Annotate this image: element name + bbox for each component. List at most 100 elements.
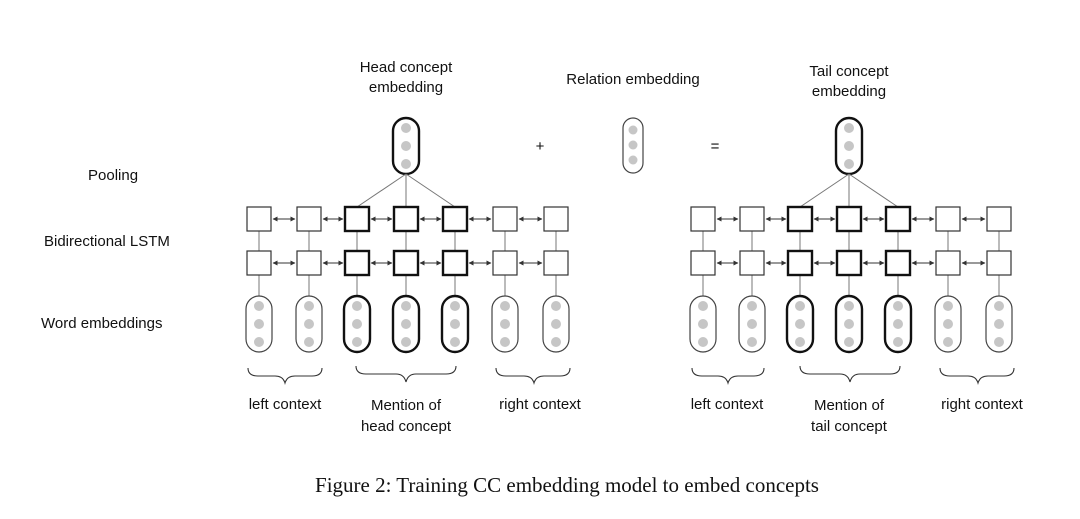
- left-context-label-tail: left context: [691, 396, 764, 413]
- head-concept-encoder: [245, 116, 570, 354]
- vector-dot: [401, 123, 411, 133]
- word-embedding-vector: [934, 295, 962, 353]
- pooling-connection: [405, 173, 456, 208]
- word-embedding-vector: [440, 294, 470, 354]
- word-embedding-vector: [883, 294, 913, 354]
- brace-right-context-tail: [939, 367, 1015, 385]
- vector-dot: [795, 301, 805, 311]
- vector-dot: [551, 337, 561, 347]
- mention-head-label-line1: Mention of: [371, 397, 442, 414]
- head-concept-embedding-vector: [391, 116, 421, 176]
- lstm-cell-upper: [441, 205, 469, 233]
- lstm-cell-upper: [296, 206, 322, 232]
- vector-dot: [943, 301, 953, 311]
- vector-dot: [450, 337, 460, 347]
- equals-operator: =: [711, 138, 720, 155]
- vector-dot: [401, 159, 411, 169]
- figure-caption: Figure 2: Training CC embedding model to…: [315, 473, 819, 497]
- vector-dot: [844, 141, 854, 151]
- lstm-cell-upper: [392, 205, 420, 233]
- vector-dot: [254, 337, 264, 347]
- lstm-cell-upper: [884, 205, 912, 233]
- vector-dot: [844, 337, 854, 347]
- lstm-cell-lower: [690, 250, 716, 276]
- mention-tail-label-line1: Mention of: [814, 397, 885, 414]
- lstm-cell-lower: [543, 250, 569, 276]
- relation-embedding-label: Relation embedding: [566, 71, 699, 88]
- vector-dot: [698, 319, 708, 329]
- vector-dot: [795, 337, 805, 347]
- lstm-cell-upper: [739, 206, 765, 232]
- word-embedding-vector: [785, 294, 815, 354]
- lstm-cell-upper: [690, 206, 716, 232]
- vector-dot: [893, 301, 903, 311]
- relation-dot: [628, 140, 638, 150]
- vector-dot: [500, 319, 510, 329]
- lstm-cell-lower: [441, 249, 469, 277]
- vector-dot: [401, 319, 411, 329]
- lstm-cell-lower: [392, 249, 420, 277]
- right-context-label-tail: right context: [941, 396, 1024, 413]
- vector-dot: [943, 337, 953, 347]
- tail-concept-encoder: [689, 116, 1013, 354]
- vector-dot: [254, 301, 264, 311]
- left-context-label-head: left context: [249, 396, 322, 413]
- vector-dot: [352, 337, 362, 347]
- vector-dot: [698, 337, 708, 347]
- word-embedding-vector: [834, 294, 864, 354]
- row-label-word-embeddings: Word embeddings: [41, 315, 162, 332]
- brace-left-context-head: [247, 367, 323, 385]
- vector-dot: [254, 319, 264, 329]
- vector-dot: [943, 319, 953, 329]
- vector-dot: [500, 301, 510, 311]
- vector-dot: [401, 337, 411, 347]
- head-concept-label-line1: Head concept: [360, 59, 453, 76]
- relation-embedding-vector: [622, 117, 644, 174]
- lstm-cell-lower: [739, 250, 765, 276]
- vector-dot: [994, 301, 1004, 311]
- lstm-cell-lower: [296, 250, 322, 276]
- vector-dot: [893, 337, 903, 347]
- lstm-cell-upper: [343, 205, 371, 233]
- vector-dot: [994, 337, 1004, 347]
- tail-concept-label-line1: Tail concept: [809, 63, 889, 80]
- vector-dot: [551, 301, 561, 311]
- brace-mention-head: [355, 365, 457, 383]
- relation-dot: [628, 155, 638, 165]
- word-embedding-vector: [689, 295, 717, 353]
- lstm-cell-lower: [786, 249, 814, 277]
- lstm-cell-upper: [246, 206, 272, 232]
- tail-concept-label-line2: embedding: [812, 83, 886, 100]
- vector-dot: [401, 141, 411, 151]
- lstm-cell-upper: [543, 206, 569, 232]
- word-embedding-vector: [295, 295, 323, 353]
- vector-dot: [747, 301, 757, 311]
- word-embedding-vector: [542, 295, 570, 353]
- vector-dot: [844, 319, 854, 329]
- vector-dot: [352, 319, 362, 329]
- vector-dot: [450, 301, 460, 311]
- lstm-cell-lower: [492, 250, 518, 276]
- lstm-cell-upper: [492, 206, 518, 232]
- lstm-cell-lower: [986, 250, 1012, 276]
- pooling-connection: [799, 173, 850, 208]
- vector-dot: [450, 319, 460, 329]
- vector-dot: [844, 159, 854, 169]
- lstm-cell-upper: [786, 205, 814, 233]
- word-embedding-vector: [342, 294, 372, 354]
- vector-dot: [893, 319, 903, 329]
- row-label-lstm: Bidirectional LSTM: [44, 233, 170, 250]
- lstm-cell-upper: [935, 206, 961, 232]
- vector-dot: [844, 301, 854, 311]
- lstm-cell-lower: [343, 249, 371, 277]
- row-label-pooling: Pooling: [88, 167, 138, 184]
- vector-dot: [844, 123, 854, 133]
- lstm-cell-lower: [935, 250, 961, 276]
- vector-dot: [747, 337, 757, 347]
- word-embedding-vector: [985, 295, 1013, 353]
- vector-dot: [795, 319, 805, 329]
- lstm-cell-upper: [986, 206, 1012, 232]
- mention-head-label-line2: head concept: [361, 418, 452, 435]
- lstm-cell-lower: [884, 249, 912, 277]
